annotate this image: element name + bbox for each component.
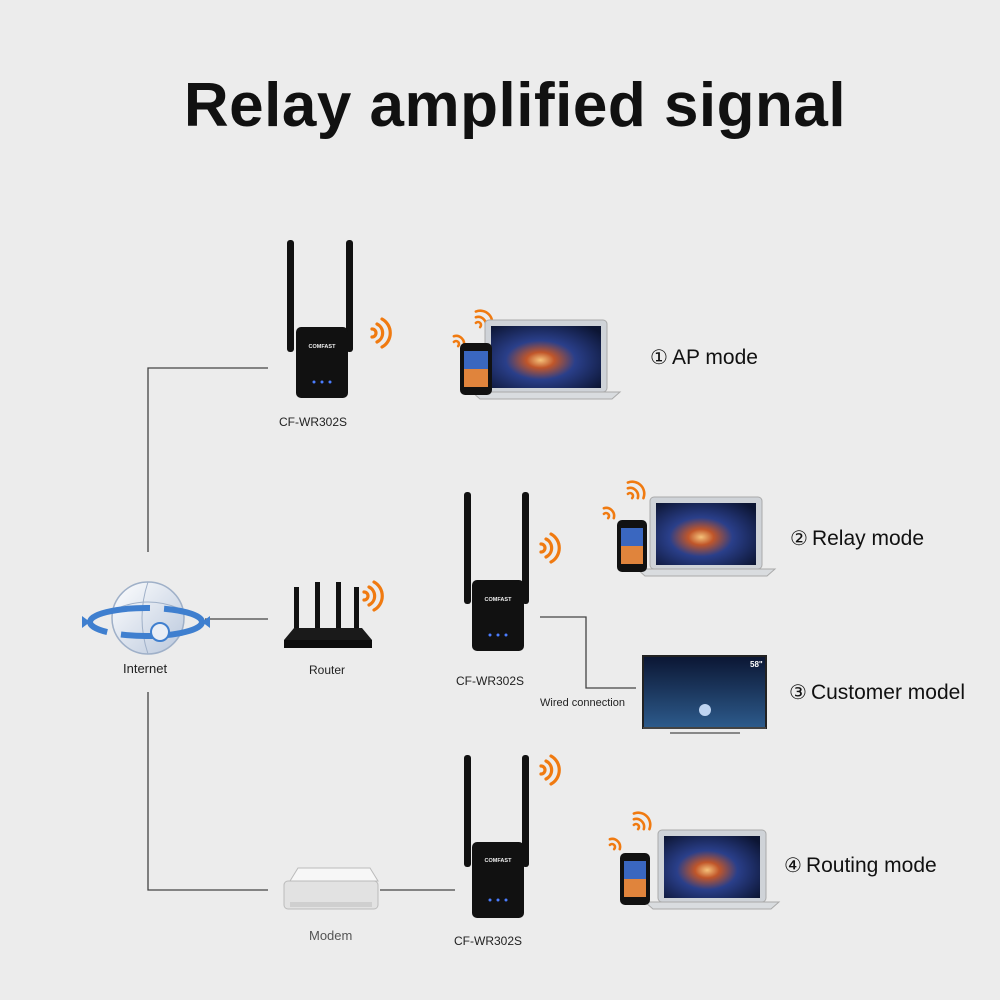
diagram-title: Relay amplified signal [183,71,847,140]
mode-customer-number: ③ [789,680,807,704]
extender-bottom-label: CF-WR302S [454,934,523,948]
mode-relay-text: Relay mode [811,527,924,550]
internet-globe-icon [82,581,210,655]
extender-top-icon: COMFAST [287,240,353,398]
phone-ap-mode-icon [460,343,492,395]
phone-routing-mode-icon [620,853,650,905]
connection-lines [147,367,636,891]
wired-connection-label: Wired connection [540,697,625,709]
router-label: Router [309,663,346,677]
wifi-signal-icons [362,317,561,786]
router-icon [284,582,372,648]
extender-mid-icon: COMFAST [464,492,529,651]
extender-bottom-brand: COMFAST [485,858,513,864]
extender-top-label: CF-WR302S [279,415,348,429]
extender-mid-brand: COMFAST [485,597,513,603]
extender-top-brand: COMFAST [309,344,337,350]
laptop-ap-mode-icon [470,319,622,400]
laptop-routing-mode-icon [643,829,781,910]
wifi-icon-router [362,580,384,612]
mode-customer-text: Customer model [810,681,965,704]
wifi-icon-extender-bottom [539,754,561,786]
laptop-relay-mode-icon [635,496,777,577]
phone-relay-mode-icon [617,520,647,572]
internet-label: Internet [123,661,168,676]
wifi-icon-extender-top [370,317,392,349]
tv-customer-model-icon: 58" [642,655,767,734]
mode-ap-text: AP mode [671,346,758,369]
modem-icon [283,867,379,910]
line-extender-to-tv [540,616,636,689]
tv-size-label: 58" [750,660,763,669]
mode-ap-number: ① [650,345,668,369]
line-internet-to-extender-top [147,367,268,552]
mode-relay-number: ② [790,526,808,550]
mode-routing-text: Routing mode [805,854,937,877]
extender-mid-label: CF-WR302S [456,674,525,688]
extender-bottom-icon: COMFAST [464,755,529,918]
modem-label: Modem [309,928,353,943]
line-internet-to-modem [147,692,268,891]
device-wifi-icons [452,309,652,851]
wifi-icon-extender-mid [539,532,561,564]
mode-routing-number: ④ [784,853,802,877]
